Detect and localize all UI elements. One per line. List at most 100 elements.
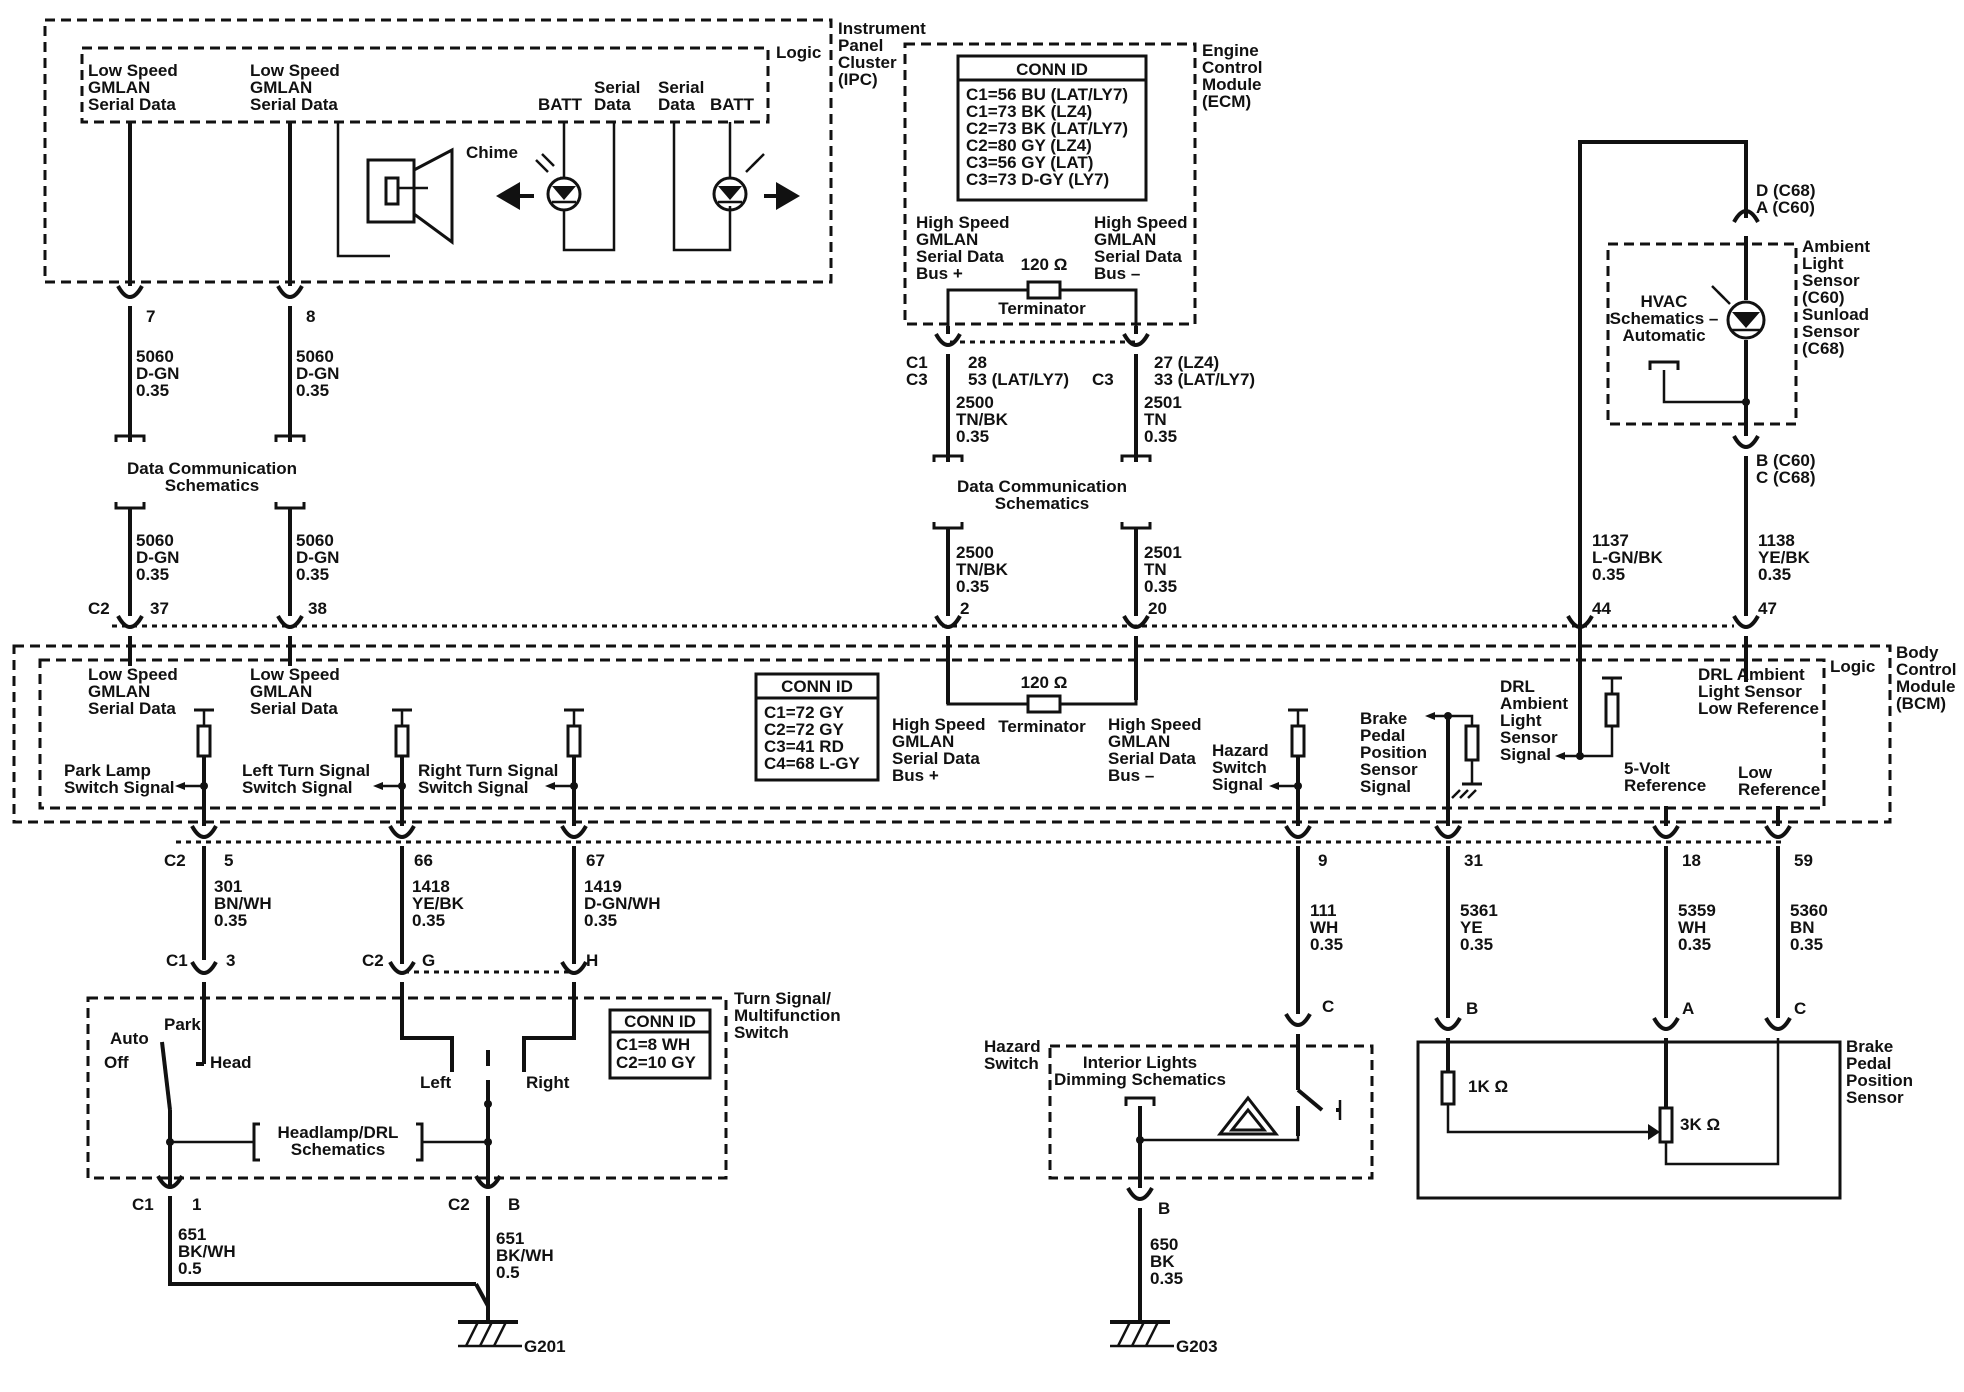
- pin-bcm-9: 9: [1318, 851, 1327, 870]
- pin-bcm-47: 47: [1758, 599, 1777, 618]
- svg-text:Low Speed: Low Speed: [250, 61, 340, 80]
- svg-text:C2=80 GY (LZ4): C2=80 GY (LZ4): [966, 136, 1092, 155]
- svg-text:Instrument: Instrument: [838, 19, 926, 38]
- svg-text:111: 111: [1310, 901, 1337, 920]
- svg-text:GMLAN: GMLAN: [1108, 732, 1170, 751]
- pin-bcm-38: 38: [308, 599, 327, 618]
- pin-bcm-37: 37: [150, 599, 169, 618]
- svg-text:Serial Data: Serial Data: [892, 749, 980, 768]
- pin-bcm-2: 2: [960, 599, 969, 618]
- ground-g203-icon: [1110, 1320, 1174, 1348]
- svg-text:0.35: 0.35: [412, 911, 445, 930]
- svg-text:2500: 2500: [956, 393, 994, 412]
- svg-text:D-GN/WH: D-GN/WH: [584, 894, 660, 913]
- svg-text:Turn Signal/: Turn Signal/: [734, 989, 831, 1008]
- svg-text:(BCM): (BCM): [1896, 694, 1946, 713]
- ecm-resistor-label: 120 Ω: [1021, 255, 1068, 274]
- ts-conn-id-table: CONN ID C1=8 WH C2=10 GY: [608, 1008, 712, 1080]
- pin-ts-c1: C1: [166, 951, 188, 970]
- data-comm-schematics-left[interactable]: Data Communication Schematics: [127, 459, 297, 495]
- svg-text:Signal: Signal: [1360, 777, 1411, 796]
- pin-ipc-7: 7: [146, 307, 155, 326]
- ts-park-label: Park: [164, 1015, 201, 1034]
- pin-bcm-c2-left: C2: [88, 599, 110, 618]
- ipc-logic-box: [80, 46, 770, 124]
- wire-label-1419: 1419 D-GN/WH 0.35: [584, 877, 660, 930]
- pin-ts-c1b: C1: [132, 1195, 154, 1214]
- pin-ecm-27: 27 (LZ4): [1154, 353, 1219, 372]
- brake-resistor-3k-label: 3K Ω: [1680, 1115, 1720, 1134]
- svg-text:(C68): (C68): [1802, 339, 1845, 358]
- svg-text:GMLAN: GMLAN: [892, 732, 954, 751]
- svg-text:Data Communication: Data Communication: [127, 459, 297, 478]
- pin-ts-1: 1: [192, 1195, 201, 1214]
- ts-head-label: Head: [210, 1053, 252, 1072]
- data-comm-schematics-mid[interactable]: Data Communication Schematics: [957, 477, 1127, 513]
- svg-text:Reference: Reference: [1624, 776, 1706, 795]
- bcm-terminator-resistor: [946, 640, 1138, 714]
- svg-text:BK/WH: BK/WH: [178, 1242, 236, 1261]
- svg-text:5060: 5060: [136, 531, 174, 550]
- bcm-right-turn-circuit: [545, 708, 588, 964]
- svg-text:D-GN: D-GN: [296, 548, 339, 567]
- pin-amb-d: D (C68): [1756, 181, 1816, 200]
- svg-text:GMLAN: GMLAN: [250, 78, 312, 97]
- ambient-title: Ambient Light Sensor (C60) Sunload Senso…: [1802, 237, 1870, 358]
- svg-text:Brake: Brake: [1360, 709, 1407, 728]
- bcm-right-turn-label: Right Turn Signal Switch Signal: [418, 761, 558, 797]
- svg-text:Sensor: Sensor: [1500, 728, 1558, 747]
- pin-amb-c: C (C68): [1756, 468, 1816, 487]
- svg-text:Serial Data: Serial Data: [1094, 247, 1182, 266]
- svg-text:0.35: 0.35: [1790, 935, 1823, 954]
- ipc-batt-label-2: BATT: [710, 95, 755, 114]
- svg-text:BN/WH: BN/WH: [214, 894, 272, 913]
- ipc-low-speed-label-1: Low Speed GMLAN Serial Data: [88, 61, 178, 114]
- svg-text:Module: Module: [1896, 677, 1956, 696]
- svg-text:Park Lamp: Park Lamp: [64, 761, 151, 780]
- hazard-switch: [1048, 1044, 1374, 1180]
- svg-text:BK: BK: [1150, 1252, 1175, 1271]
- ipc-serial-data-label-1: Serial Data: [594, 78, 640, 114]
- svg-text:(C60): (C60): [1802, 288, 1845, 307]
- svg-text:C1=72 GY: C1=72 GY: [764, 703, 845, 722]
- pin-ts-c2: C2: [362, 951, 384, 970]
- svg-text:Sensor: Sensor: [1802, 322, 1860, 341]
- bcm-terminator-label: Terminator: [998, 717, 1086, 736]
- svg-text:Schematics: Schematics: [165, 476, 260, 495]
- bcm-low-speed-label-1: Low Speed GMLAN Serial Data: [88, 665, 178, 718]
- svg-text:(ECM): (ECM): [1202, 92, 1251, 111]
- pin-hz-c: C: [1322, 997, 1334, 1016]
- wire-650: [1126, 1186, 1154, 1322]
- svg-text:Sensor: Sensor: [1846, 1088, 1904, 1107]
- svg-text:Module: Module: [1202, 75, 1262, 94]
- svg-text:Serial Data: Serial Data: [88, 699, 176, 718]
- wire-label-2500-upper: 2500 TN/BK 0.35: [956, 393, 1009, 446]
- svg-text:TN: TN: [1144, 410, 1167, 429]
- svg-text:Serial Data: Serial Data: [1108, 749, 1196, 768]
- svg-text:High Speed: High Speed: [892, 715, 986, 734]
- svg-text:Schematics –: Schematics –: [1610, 309, 1719, 328]
- interior-lights-schematics-link[interactable]: Interior Lights Dimming Schematics: [1054, 1053, 1226, 1188]
- wire-label-5060-b-upper: 5060 D-GN 0.35: [296, 347, 339, 400]
- ipc-module: [43, 18, 833, 284]
- svg-text:Control: Control: [1896, 660, 1956, 679]
- wire-5360: [1764, 806, 1792, 1018]
- pin-g203: G203: [1176, 1337, 1218, 1356]
- svg-text:(IPC): (IPC): [838, 70, 878, 89]
- pin-ecm-c3: C3: [906, 370, 928, 389]
- svg-text:Serial Data: Serial Data: [250, 95, 338, 114]
- brake-sensor-title: Brake Pedal Position Sensor: [1846, 1037, 1913, 1107]
- hvac-schematics-link[interactable]: HVAC Schematics – Automatic: [1610, 292, 1750, 406]
- chime-speaker-icon: [336, 122, 454, 258]
- svg-text:CONN ID: CONN ID: [781, 677, 853, 696]
- brake-resistor-1k-label: 1K Ω: [1468, 1077, 1508, 1096]
- svg-text:Data: Data: [594, 95, 631, 114]
- pin-ts-h: H: [586, 951, 598, 970]
- bcm-drl-sensor-label: DRL Ambient Light Sensor Signal: [1500, 677, 1568, 764]
- bcm-drl-lowref-label: DRL Ambient Light Sensor Low Reference: [1698, 665, 1819, 718]
- svg-text:DRL Ambient: DRL Ambient: [1698, 665, 1805, 684]
- svg-text:Serial: Serial: [658, 78, 704, 97]
- headlamp-drl-schematics-link[interactable]: Headlamp/DRL Schematics: [252, 1120, 424, 1164]
- wire-label-5060-a-upper: 5060 D-GN 0.35: [136, 347, 179, 400]
- svg-text:YE/BK: YE/BK: [1758, 548, 1811, 567]
